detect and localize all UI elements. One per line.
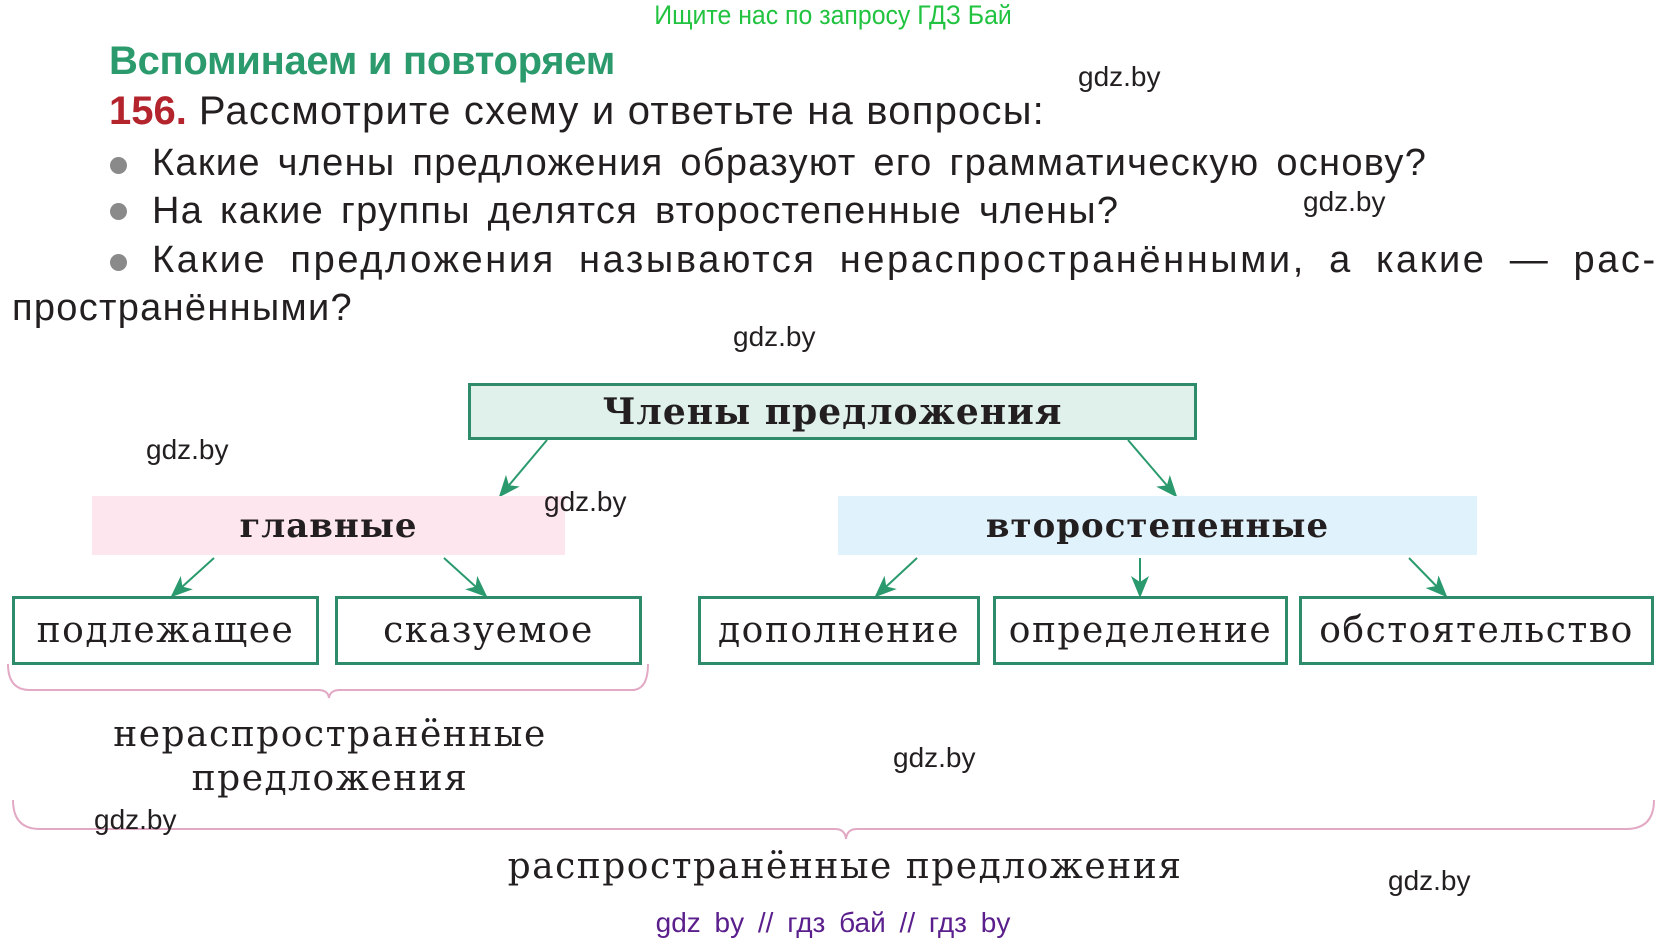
question-3-continuation: пространёнными? bbox=[12, 287, 353, 329]
caption-unextended-line1: нераспространённые bbox=[113, 714, 547, 755]
watermark: gdz.by bbox=[94, 804, 177, 835]
group-main-label: главные bbox=[239, 505, 418, 546]
watermark: gdz.by bbox=[1078, 61, 1161, 92]
arrow-root-to-main bbox=[498, 439, 548, 498]
arrow-root-to-secondary bbox=[1127, 439, 1178, 498]
section-title: Вспоминаем и повторяем bbox=[109, 39, 616, 83]
question-3: Какие предложения называются нераспростр… bbox=[152, 239, 1658, 281]
question-2: На какие группы делятся второстепенные ч… bbox=[152, 190, 1120, 232]
bullet-icon bbox=[110, 203, 127, 220]
footer-links[interactable]: gdz by // гдз бай // гдз by bbox=[655, 907, 1011, 938]
group-secondary-box: второстепенные bbox=[838, 496, 1477, 555]
leaf-object-box: дополнение bbox=[698, 596, 980, 665]
watermark: gdz.by bbox=[544, 486, 627, 517]
task-number: 156. bbox=[109, 89, 187, 133]
task-instruction: Рассмотрите схему и ответьте на вопросы: bbox=[198, 89, 1045, 133]
question-1: Какие члены предложения образуют его гра… bbox=[152, 142, 1428, 184]
task-instruction-line: 156.Рассмотрите схему и ответьте на вопр… bbox=[109, 88, 1045, 134]
leaf-predicate-box: сказуемое bbox=[335, 596, 642, 665]
leaf-adverbial-label: обстоятельство bbox=[1319, 610, 1634, 651]
group-main-box: главные bbox=[92, 496, 565, 555]
leaf-attribute-label: определение bbox=[1008, 610, 1273, 651]
leaf-object-label: дополнение bbox=[718, 610, 960, 651]
caption-extended: распространённые предложения bbox=[507, 846, 1183, 887]
bullet-icon bbox=[110, 157, 127, 174]
watermark: gdz.by bbox=[1303, 186, 1386, 217]
diagram-root-box: Члены предложения bbox=[468, 383, 1197, 440]
watermark: gdz.by bbox=[893, 742, 976, 773]
watermark: gdz.by bbox=[733, 321, 816, 352]
leaf-attribute-box: определение bbox=[993, 596, 1288, 665]
leaf-subject-label: подлежащее bbox=[36, 610, 295, 651]
brace-extended bbox=[12, 799, 1655, 840]
watermark: gdz.by bbox=[146, 434, 229, 465]
leaf-subject-box: подлежащее bbox=[12, 596, 319, 665]
brace-unextended bbox=[7, 663, 649, 699]
leaf-adverbial-box: обстоятельство bbox=[1299, 596, 1654, 665]
leaf-predicate-label: сказуемое bbox=[383, 610, 594, 651]
group-secondary-label: второстепенные bbox=[985, 505, 1330, 546]
watermark: gdz.by bbox=[1388, 865, 1471, 896]
root-label: Члены предложения bbox=[602, 390, 1063, 433]
bullet-icon bbox=[110, 254, 127, 271]
promo-banner: Ищите нас по запросу ГДЗ Бай bbox=[654, 0, 1012, 30]
caption-unextended-line2: предложения bbox=[191, 758, 469, 799]
